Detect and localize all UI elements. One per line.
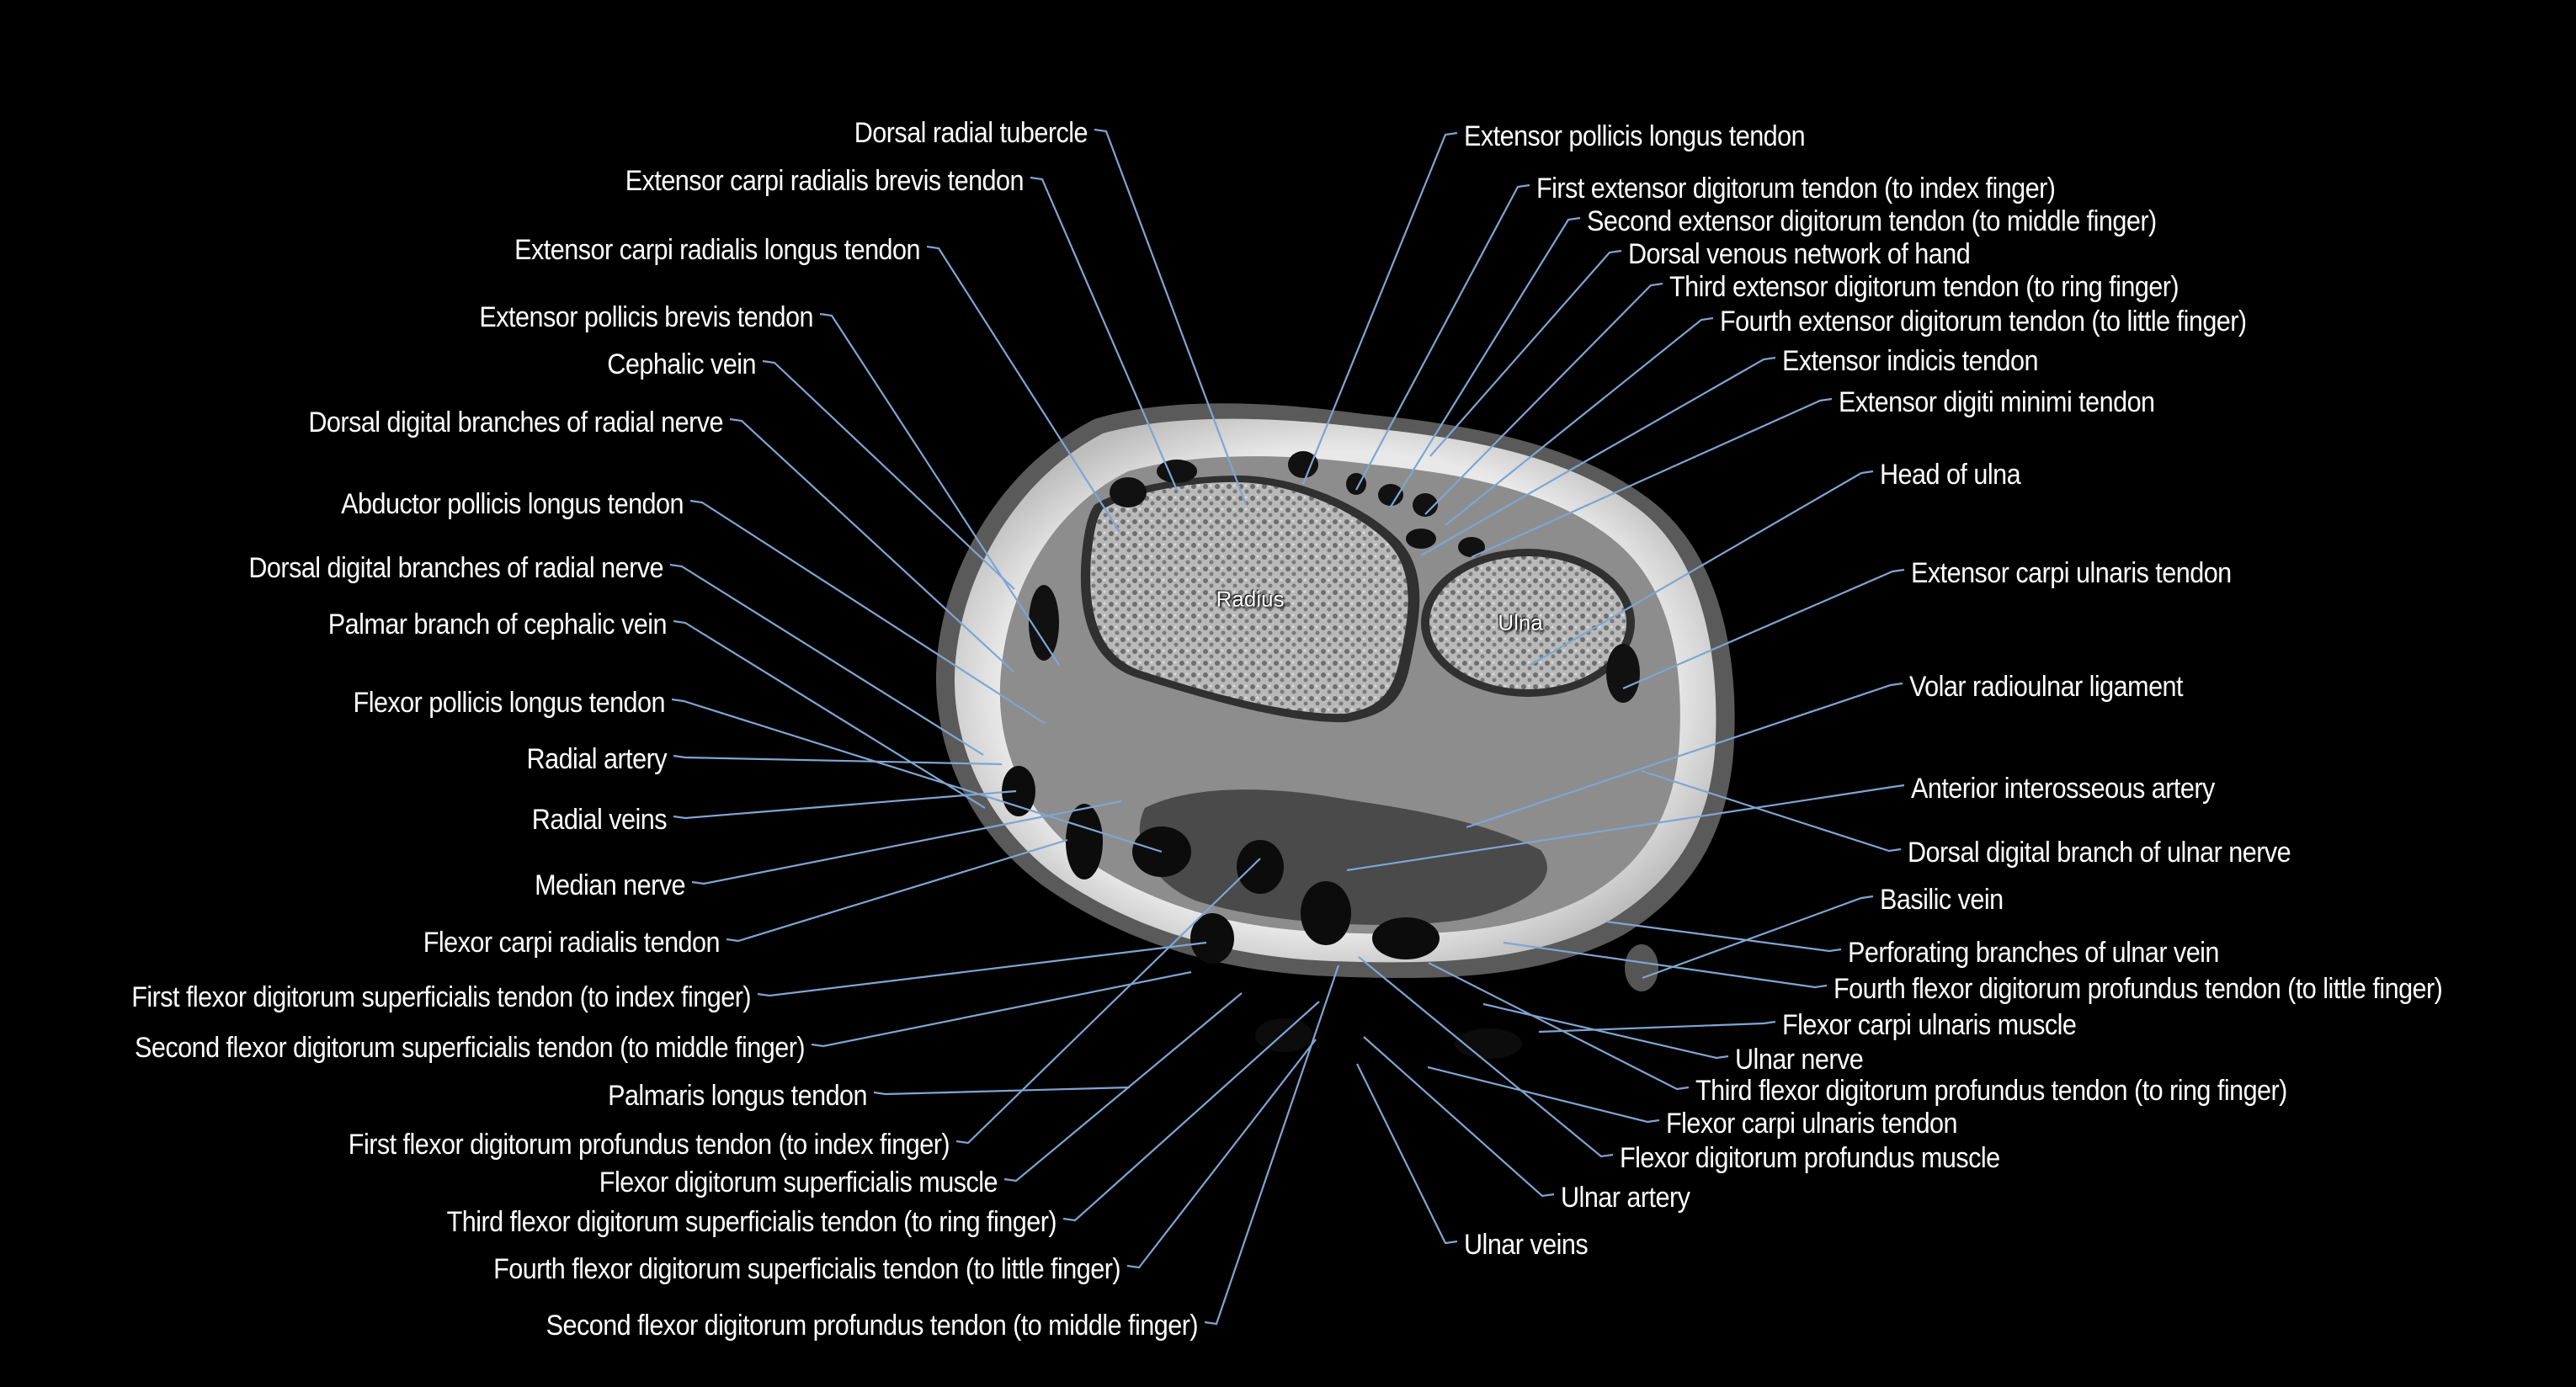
leader-line — [1390, 216, 1581, 508]
label-third-flexor-digitorum-profundus-tendon-to-ring-finger: Third flexor digitorum profundus tendon … — [1695, 1075, 2287, 1107]
label-flexor-pollicis-longus-tendon: Flexor pollicis longus tendon — [353, 687, 666, 719]
dorsal-tendons — [1029, 451, 1640, 703]
label-extensor-carpi-radialis-brevis-tendon: Extensor carpi radialis brevis tendon — [625, 165, 1025, 197]
leader-line — [1062, 1001, 1320, 1222]
leader-line — [1642, 895, 1874, 980]
leader-line — [1346, 784, 1905, 872]
label-extensor-pollicis-longus-tendon: Extensor pollicis longus tendon — [1464, 120, 1806, 152]
label-anterior-interosseous-artery: Anterior interosseous artery — [1911, 773, 2215, 805]
label-radial-veins: Radial veins — [531, 804, 668, 836]
leader-line — [1355, 183, 1530, 491]
leader-line — [1445, 316, 1714, 526]
label-first-flexor-digitorum-superficialis-tendon-to-index-finger: First flexor digitorum superficialis ten… — [131, 981, 751, 1013]
ulna-trabecular — [1429, 556, 1626, 689]
leader-line — [819, 312, 1060, 666]
leader-line — [673, 754, 1003, 766]
label-radial-artery: Radial artery — [526, 743, 668, 775]
leader-line — [1466, 682, 1903, 829]
leader-line — [873, 1086, 1131, 1096]
label-extensor-digiti-minimi-tendon: Extensor digiti minimi tendon — [1839, 386, 2155, 418]
label-fourth-extensor-digitorum-tendon-to-little-finger: Fourth extensor digitorum tendon (to lit… — [1720, 306, 2247, 337]
label-flexor-digitorum-profundus-muscle: Flexor digitorum profundus muscle — [1620, 1142, 2000, 1174]
leader-line — [671, 698, 1163, 853]
label-flexor-carpi-ulnaris-muscle: Flexor carpi ulnaris muscle — [1782, 1009, 2077, 1041]
leader-line — [1204, 965, 1340, 1326]
label-dorsal-digital-branches-of-radial-nerve: Dorsal digital branches of radial nerve — [308, 407, 723, 438]
label-dorsal-digital-branch-of-ulnar-nerve: Dorsal digital branch of ulnar nerve — [1908, 837, 2291, 869]
flexor-muscles — [1139, 789, 1547, 925]
label-dorsal-digital-branches-of-radial-nerve: Dorsal digital branches of radial nerve — [248, 552, 663, 584]
label-dorsal-venous-network-of-hand: Dorsal venous network of hand — [1628, 238, 1971, 270]
label-palmar-branch-of-cephalic-vein: Palmar branch of cephalic vein — [327, 608, 668, 640]
label-first-flexor-digitorum-profundus-tendon-to-index-finger: First flexor digitorum profundus tendon … — [348, 1129, 950, 1161]
label-flexor-carpi-ulnaris-tendon: Flexor carpi ulnaris tendon — [1666, 1108, 1958, 1140]
leader-line — [1420, 356, 1776, 556]
bone-label-radius: Radius — [1216, 586, 1285, 612]
leader-line — [926, 245, 1120, 533]
label-flexor-carpi-radialis-tendon: Flexor carpi radialis tendon — [423, 927, 721, 959]
label-extensor-carpi-radialis-longus-tendon: Extensor carpi radialis longus tendon — [514, 234, 920, 266]
leader-lines — [669, 128, 1905, 1326]
leader-line — [1605, 920, 1842, 953]
leader-line — [673, 789, 1017, 820]
label-median-nerve: Median nerve — [535, 869, 685, 901]
label-basilic-vein: Basilic vein — [1880, 884, 2004, 916]
leader-line — [669, 563, 984, 756]
leader-line — [1428, 962, 1690, 1091]
bone-label-ulna: Ulna — [1498, 609, 1543, 635]
label-flexor-digitorum-superficialis-muscle: Flexor digitorum superficialis muscle — [599, 1166, 998, 1198]
label-head-of-ulna: Head of ulna — [1880, 459, 2021, 491]
label-ulnar-nerve: Ulnar nerve — [1735, 1044, 1864, 1076]
label-fourth-flexor-digitorum-profundus-tendon-to-little-finger: Fourth flexor digitorum profundus tendon… — [1834, 973, 2443, 1005]
leader-line — [691, 800, 1122, 885]
leader-line — [1424, 282, 1663, 515]
label-extensor-pollicis-brevis-tendon: Extensor pollicis brevis tendon — [479, 301, 813, 333]
leader-line — [1622, 568, 1905, 690]
leader-line — [1641, 769, 1902, 853]
leader-line — [1429, 249, 1622, 457]
leader-line — [1301, 131, 1458, 485]
label-palmaris-longus-tendon: Palmaris longus tendon — [608, 1080, 867, 1112]
label-first-extensor-digitorum-tendon-to-index-finger: First extensor digitorum tendon (to inde… — [1536, 173, 2056, 205]
label-perforating-branches-of-ulnar-vein: Perforating branches of ulnar vein — [1848, 937, 2219, 969]
label-third-flexor-digitorum-superficialis-tendon-to-ring-finger: Third flexor digitorum superficialis ten… — [446, 1206, 1057, 1238]
label-abductor-pollicis-longus-tendon: Abductor pollicis longus tendon — [341, 488, 684, 520]
leader-line — [673, 619, 986, 809]
label-fourth-flexor-digitorum-superficialis-tendon-to-little-finger: Fourth flexor digitorum superficialis te… — [493, 1253, 1120, 1285]
leader-line — [1427, 1065, 1660, 1124]
label-third-extensor-digitorum-tendon-to-ring-finger: Third extensor digitorum tendon (to ring… — [1669, 271, 2179, 303]
label-second-extensor-digitorum-tendon-to-middle-finger: Second extensor digitorum tendon (to mid… — [1587, 205, 2157, 237]
label-ulnar-veins: Ulnar veins — [1464, 1229, 1589, 1261]
wrist-cross-section — [935, 403, 1735, 1059]
leader-line — [1358, 956, 1614, 1158]
leader-line — [689, 499, 1046, 725]
leader-line — [1538, 1020, 1776, 1034]
leader-line — [955, 858, 1261, 1145]
label-dorsal-radial-tubercle: Dorsal radial tubercle — [854, 117, 1088, 149]
leader-line — [726, 838, 1068, 943]
leader-line — [1356, 1063, 1458, 1245]
leader-line — [1094, 128, 1248, 506]
leader-line — [729, 417, 1014, 672]
label-second-flexor-digitorum-superficialis-tendon-to-middle-finger: Second flexor digitorum superficialis te… — [135, 1032, 806, 1064]
leader-line — [1471, 397, 1833, 559]
leader-line — [1030, 176, 1179, 491]
leader-line — [1503, 941, 1828, 989]
label-second-flexor-digitorum-profundus-tendon-to-middle-finger: Second flexor digitorum profundus tendon… — [546, 1310, 1199, 1342]
leader-line — [1363, 1036, 1555, 1198]
label-extensor-carpi-ulnaris-tendon: Extensor carpi ulnaris tendon — [1911, 557, 2232, 589]
leader-line — [1530, 470, 1874, 666]
label-extensor-indicis-tendon: Extensor indicis tendon — [1782, 345, 2039, 377]
leader-line — [1003, 992, 1243, 1182]
leader-line — [762, 359, 1015, 590]
leader-line — [1126, 1039, 1317, 1269]
label-cephalic-vein: Cephalic vein — [607, 348, 756, 380]
label-volar-radioulnar-ligament: Volar radioulnar ligament — [1909, 671, 2184, 703]
leader-line — [1482, 1002, 1729, 1060]
leader-line — [811, 970, 1192, 1048]
leader-line — [757, 941, 1207, 997]
label-ulnar-artery: Ulnar artery — [1561, 1182, 1690, 1214]
radius-trabecular — [1090, 481, 1408, 715]
